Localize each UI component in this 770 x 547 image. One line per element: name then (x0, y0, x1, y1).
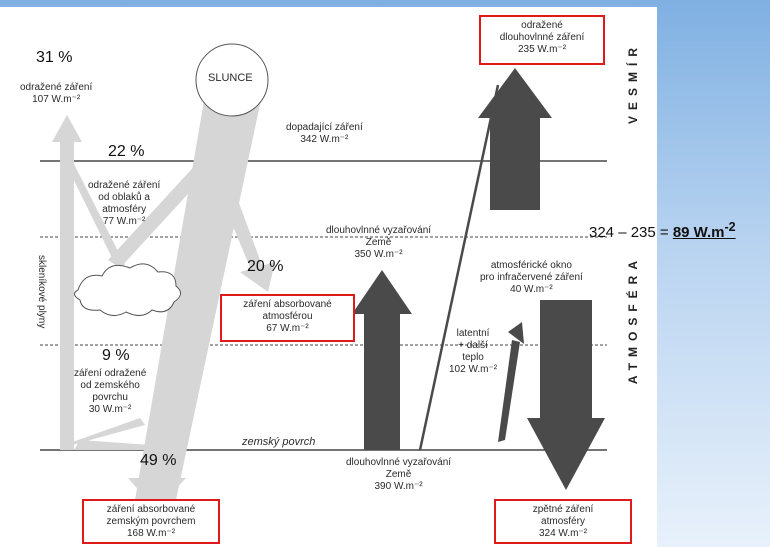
space-layer-label: VESMÍR (626, 42, 640, 125)
atmospheric-window-label: atmosférické okno pro infračervené zářen… (480, 260, 583, 295)
back-radiation-head (527, 418, 605, 490)
latent-heat-label: latentní + další teplo 102 W.m⁻² (449, 328, 498, 375)
reflected-surface-label: záření odražené od zemského povrchu 30 W… (74, 368, 147, 415)
latent-heat-shaft (498, 340, 520, 442)
sun-circle (195, 43, 269, 117)
pct-incoming-top: 22 % (108, 143, 145, 160)
surface-reflection-branch (74, 440, 160, 450)
pct-reflected-surface: 9 % (102, 347, 130, 364)
atmospheric-window-line (418, 84, 500, 451)
reflected-longwave-box: odražené dlouhovlnné záření 235 W.m⁻² (479, 15, 605, 65)
greenhouse-label: skleníkové plyny (36, 255, 47, 329)
reflected-clouds-line (64, 160, 125, 268)
ground-label: zemský povrch (242, 436, 316, 448)
back-radiation-shaft (540, 300, 592, 420)
earth-longwave-lower-label: dlouhovlnné vyzařování Země 390 W.m⁻² (346, 457, 452, 492)
pct-reflected-total: 31 % (36, 49, 73, 66)
absorbed-surface-head (128, 478, 186, 510)
absorbed-atmosphere-box: záření absorbované atmosférou 67 W.m⁻² (220, 294, 355, 342)
net-flux-calculation: 324 – 235 = 89 W.m-2 (589, 220, 736, 241)
earth-longwave-upper-label: dlouhovlnné vyzařování Země 350 W.m⁻² (326, 225, 432, 260)
surface-reflection-diag (64, 418, 145, 445)
absorbed-atmosphere-head (240, 262, 275, 292)
incoming-solar-beam (135, 95, 262, 500)
cloud-shape (74, 263, 181, 316)
absorbed-surface-box: záření absorbované zemským povrchem 168 … (82, 499, 220, 544)
incoming-label: dopadající záření 342 W.m⁻² (286, 122, 363, 145)
calc-expression: 324 – 235 = (589, 224, 673, 241)
calc-result: 89 W.m-2 (672, 220, 736, 241)
outgoing-longwave-shaft (490, 115, 540, 210)
reflected-clouds-label: odražené záření od oblaků a atmosféry 77… (88, 180, 161, 227)
earth-longwave-head (352, 270, 412, 314)
cloud-reflection-branch (108, 160, 210, 268)
absorbed-atmosphere-branch (222, 195, 263, 272)
sun-label: SLUNCE (208, 72, 253, 84)
reflected-total-head (52, 115, 82, 142)
outgoing-longwave-head (478, 68, 552, 118)
pct-absorbed-surface: 49 % (140, 452, 177, 469)
latent-heat-head (508, 322, 524, 344)
earth-longwave-shaft (364, 313, 400, 450)
reflected-total-shaft (60, 140, 74, 450)
pct-absorbed-atmosphere: 20 % (247, 258, 284, 275)
back-radiation-box: zpětné záření atmosféry 324 W.m⁻² (494, 499, 632, 544)
atmosphere-layer-label: ATMOSFÉRA (626, 255, 640, 385)
reflected-total-label: odražené záření 107 W.m⁻² (20, 82, 93, 105)
